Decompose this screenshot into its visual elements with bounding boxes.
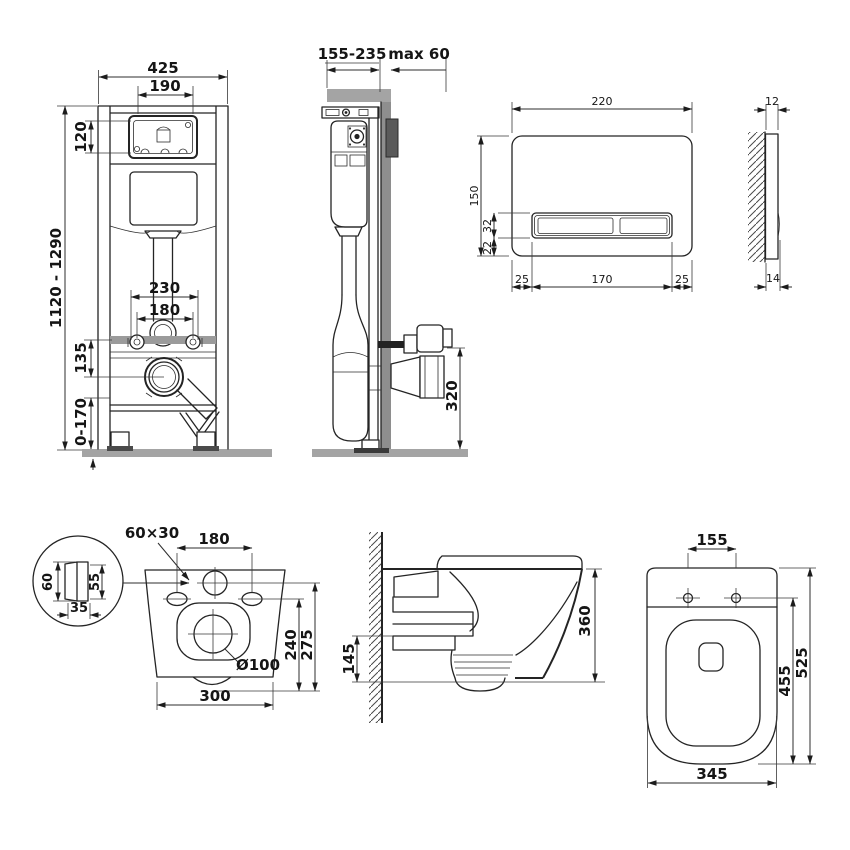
dim-holes-to-front: 240: [282, 629, 300, 660]
frame-front-view: 425 190 1120 - 1290 120 230 180 135 0-17…: [47, 59, 272, 470]
dim-slot-back: 55: [88, 573, 103, 591]
button-bump: [777, 211, 780, 238]
dim-overall-depth: 525: [793, 647, 811, 678]
dim-slot-depth: 35: [70, 601, 88, 616]
dim-margin-left: 25: [515, 273, 529, 286]
dim-bowl-height: 360: [576, 605, 594, 636]
bowl-side-view: 145 360: [340, 532, 605, 723]
dim-seat-width: 345: [696, 765, 727, 783]
bowl-plan-dimensions: 155 455 525 345: [647, 531, 816, 788]
floor-bar-side: [312, 449, 468, 457]
plate-panel-in-wall: [385, 118, 399, 158]
bowl-back-outline: [144, 567, 320, 686]
dim-inlet-to-front: 275: [298, 629, 316, 660]
cistern-side: [330, 120, 368, 296]
dim-plate-height: 150: [468, 186, 481, 207]
seat-inner-ring: [665, 619, 761, 747]
dim-plate-width: 220: [592, 95, 613, 108]
dim-rod-spacing: 230: [149, 279, 180, 297]
dim-box-height: 120: [72, 121, 90, 152]
frame-front-dimensions: 425 190 1120 - 1290 120 230 180 135 0-17…: [47, 59, 228, 470]
bowl-back-view: 60 55 35 60×30 180: [32, 524, 320, 710]
big-flush-button: [537, 217, 614, 234]
plate-side-profile: [764, 133, 779, 260]
dim-outlet-offset: 135: [72, 342, 90, 373]
wall-hatch-plate: [748, 132, 765, 262]
hinge-holes: [676, 588, 798, 608]
cistern-front: [109, 171, 217, 347]
frame-post: [368, 101, 382, 450]
wall-fittings: [378, 324, 453, 399]
flush-rim-contour: [176, 602, 251, 661]
bowl-body-side: [449, 568, 583, 692]
plate-buttons: [531, 212, 673, 239]
dim-cutout-height: 32: [481, 219, 494, 233]
plate-front-dimensions: 220 150 32 22 25 170 25: [468, 95, 693, 292]
dim-bowl-width: 300: [199, 687, 230, 705]
plate-side-dimensions: 12 14: [754, 95, 792, 291]
dim-opening-width: 190: [149, 77, 180, 95]
drain-outlet-front: [109, 356, 220, 441]
adjustable-feet: [107, 431, 219, 451]
dim-wall-max: max 60: [388, 45, 450, 63]
dim-outlet-dia: Ø100: [236, 656, 280, 674]
seat-center-hole: [698, 642, 724, 672]
dim-plate-thickness-total: 14: [766, 272, 780, 285]
mounting-bracket-side: [392, 570, 474, 651]
bowl-back-dimensions: 180 240 275 Ø100 300: [156, 530, 320, 710]
dim-frame-width: 425: [147, 59, 178, 77]
drain-trap-side: [332, 294, 381, 442]
small-flush-button: [619, 217, 668, 234]
bowl-plan-view: 155 455 525 345: [646, 531, 816, 788]
finished-wall: [381, 89, 391, 457]
dim-feet-range: 0-170: [72, 398, 90, 446]
dim-outlet-height: 320: [443, 380, 461, 411]
dim-bolt-spacing: 180: [149, 301, 180, 319]
wall-rail: [321, 106, 380, 119]
dim-inner-depth: 455: [776, 665, 794, 696]
dim-margin-right: 25: [675, 273, 689, 286]
dim-bowl-outlet-height: 145: [340, 643, 358, 674]
dim-depth-range: 155-235: [318, 45, 387, 63]
seat-lid-side: [436, 555, 583, 570]
wall-hatch-bowl: [369, 532, 382, 723]
frame-foot-side: [354, 439, 389, 453]
flush-plate-front-view: 220 150 32 22 25 170 25: [468, 95, 693, 292]
frame-side-dimensions: 155-235 max 60 320: [318, 45, 465, 450]
frame-side-view: 155-235 max 60 320: [312, 45, 468, 457]
inspection-box: [128, 115, 198, 159]
dim-hole-spacing: 180: [198, 530, 229, 548]
label-slot-size: 60×30: [125, 524, 179, 542]
flush-plate-side-view: 12 14: [748, 95, 792, 291]
top-bracket-bar: [327, 89, 391, 102]
cross-rail: [110, 336, 216, 344]
dim-cutout-bottom: 22: [481, 241, 494, 255]
plate-body: [511, 135, 693, 257]
floor-bar: [82, 449, 272, 457]
dim-cutout-width: 170: [592, 273, 613, 286]
slot-detail-bubble: 60 55 35: [32, 535, 190, 627]
frame-rails: [97, 105, 229, 450]
dim-frame-height: 1120 - 1290: [47, 228, 65, 328]
dim-plate-thickness: 12: [765, 95, 779, 108]
dim-slot-front: 60: [41, 573, 56, 591]
dim-hinge-spacing: 155: [696, 531, 727, 549]
bowl-side-dimensions: 145 360: [340, 568, 605, 683]
